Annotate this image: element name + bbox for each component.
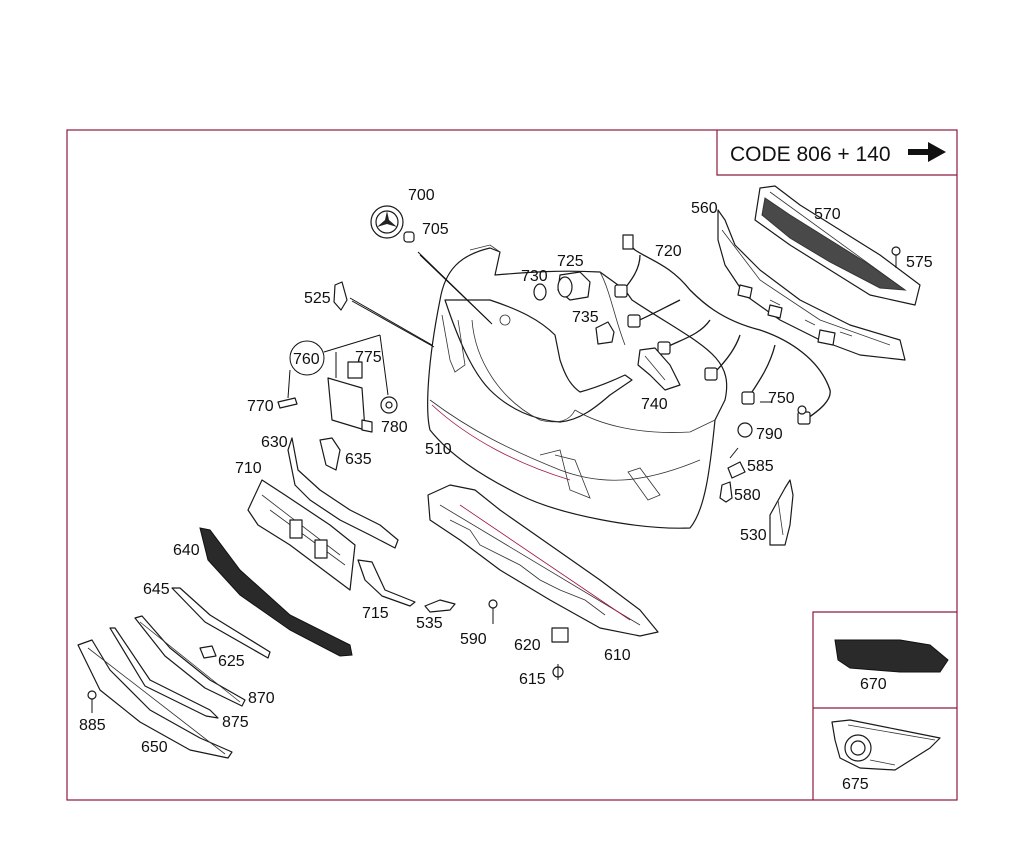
label-530: 530 xyxy=(740,527,767,544)
label-720: 720 xyxy=(655,243,682,260)
part-760-group xyxy=(287,334,389,399)
label-775: 775 xyxy=(355,349,382,366)
part-760-plate xyxy=(327,377,373,433)
part-650-lower-trim xyxy=(77,639,233,759)
label-510: 510 xyxy=(425,441,452,458)
part-510-bumper-cover xyxy=(427,244,728,529)
label-625: 625 xyxy=(218,653,245,670)
part-525-bracket xyxy=(333,281,348,311)
part-630-side-trim xyxy=(287,437,399,549)
part-615-screw xyxy=(552,664,564,680)
label-575: 575 xyxy=(906,254,933,271)
label-535: 535 xyxy=(416,615,443,632)
part-775-nut xyxy=(347,361,363,379)
label-750: 750 xyxy=(768,390,795,407)
label-640: 640 xyxy=(173,542,200,559)
part-705-clip xyxy=(403,231,415,243)
diagram-frame xyxy=(66,129,958,801)
code-header: CODE 806 + 140 xyxy=(716,130,957,176)
part-620-nut xyxy=(551,627,569,643)
label-700: 700 xyxy=(408,187,435,204)
inset-boxes xyxy=(812,611,957,800)
label-635: 635 xyxy=(345,451,372,468)
label-670: 670 xyxy=(860,676,887,693)
label-580: 580 xyxy=(734,487,761,504)
part-720-wiring-harness xyxy=(614,234,831,425)
part-725-sensor xyxy=(557,271,591,301)
label-560: 560 xyxy=(691,200,718,217)
part-640-lower-grille xyxy=(199,527,353,657)
part-labels: 700 705 525 760 775 770 780 630 635 710 … xyxy=(79,187,933,793)
part-770-screw xyxy=(277,397,298,409)
part-535-clip xyxy=(424,599,456,613)
part-790-ring xyxy=(737,422,753,438)
part-700-star-emblem xyxy=(370,205,404,239)
label-675: 675 xyxy=(842,776,869,793)
label-585: 585 xyxy=(747,458,774,475)
label-630: 630 xyxy=(261,434,288,451)
part-610-energy-absorber xyxy=(427,484,659,637)
part-530-bracket xyxy=(769,479,794,546)
label-875: 875 xyxy=(222,714,249,731)
label-650: 650 xyxy=(141,739,168,756)
label-730: 730 xyxy=(521,268,548,285)
label-615: 615 xyxy=(519,671,546,688)
code-label: CODE 806 + 140 xyxy=(730,143,891,166)
part-730-ring xyxy=(533,283,547,301)
part-750-screw xyxy=(797,405,807,415)
label-590: 590 xyxy=(460,631,487,648)
right-arrow-icon xyxy=(908,142,946,162)
leader-525 xyxy=(349,297,433,346)
label-715: 715 xyxy=(362,605,389,622)
part-780-grommet xyxy=(380,396,398,414)
label-760: 760 xyxy=(293,351,320,368)
label-620: 620 xyxy=(514,637,541,654)
label-570: 570 xyxy=(814,206,841,223)
part-675-fog-trim xyxy=(831,719,941,771)
label-645: 645 xyxy=(143,581,170,598)
part-735-holder xyxy=(595,321,615,345)
part-635-bracket xyxy=(319,437,341,471)
part-585-clip xyxy=(727,461,746,479)
part-625-clip xyxy=(199,645,217,659)
part-575-screw xyxy=(891,246,901,268)
part-870-chrome-strip xyxy=(134,615,246,707)
label-870: 870 xyxy=(248,690,275,707)
part-560-mounting-rail xyxy=(717,209,906,361)
part-590-screw xyxy=(488,599,498,624)
label-885: 885 xyxy=(79,717,106,734)
label-710: 710 xyxy=(235,460,262,477)
part-875-chrome-strip xyxy=(109,627,219,719)
label-735: 735 xyxy=(572,309,599,326)
label-770: 770 xyxy=(247,398,274,415)
part-670-grille-insert xyxy=(834,639,949,673)
part-645-trim-strip xyxy=(171,587,271,659)
part-715-bracket xyxy=(357,559,416,607)
label-725: 725 xyxy=(557,253,584,270)
label-790: 790 xyxy=(756,426,783,443)
label-780: 780 xyxy=(381,419,408,436)
part-710-support-frame xyxy=(247,479,356,591)
label-610: 610 xyxy=(604,647,631,664)
part-580-fastener xyxy=(719,481,733,503)
part-570-upper-grille xyxy=(754,185,921,306)
label-740: 740 xyxy=(641,396,668,413)
label-705: 705 xyxy=(422,221,449,238)
part-740-bracket xyxy=(637,347,681,391)
label-525: 525 xyxy=(304,290,331,307)
part-885-screw xyxy=(87,690,97,713)
